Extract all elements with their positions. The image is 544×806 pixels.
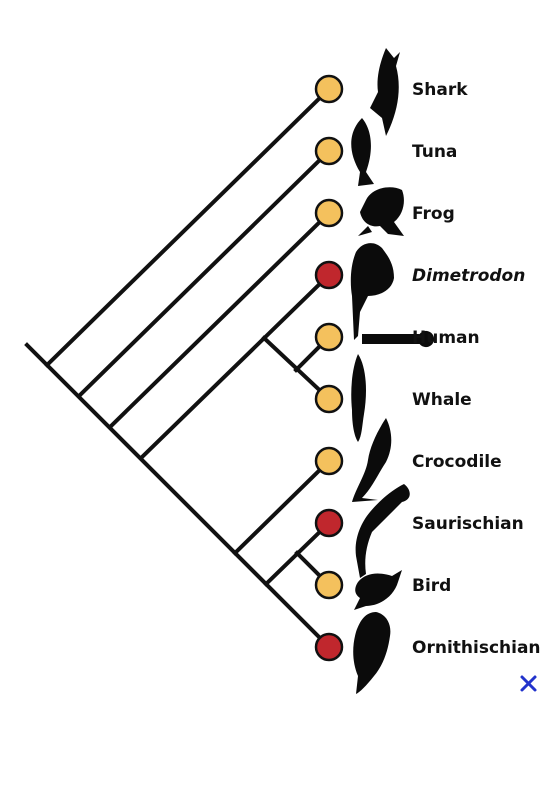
taxon-label-saurischian: Saurischian bbox=[412, 514, 524, 534]
ornithischian-silhouette bbox=[353, 612, 391, 694]
taxon-nodes bbox=[314, 74, 344, 662]
taxon-node-ornithischian bbox=[314, 632, 344, 662]
taxon-node-frog bbox=[314, 198, 344, 228]
close-x-icon[interactable] bbox=[520, 675, 537, 692]
branch-crocodile bbox=[232, 458, 332, 556]
frog-silhouette bbox=[358, 187, 404, 236]
taxon-label-human: Human bbox=[412, 328, 480, 348]
branch-frog bbox=[107, 210, 332, 430]
taxon-labels: SharkTunaFrogDimetrodonHumanWhaleCrocodi… bbox=[412, 80, 541, 658]
branch-shark bbox=[44, 86, 332, 368]
bird-silhouette bbox=[354, 570, 402, 610]
taxon-node-whale bbox=[314, 384, 344, 414]
cladogram-branches bbox=[24, 86, 332, 650]
taxon-node-bird bbox=[314, 570, 344, 600]
taxon-node-tuna bbox=[314, 136, 344, 166]
human-silhouette bbox=[362, 330, 435, 348]
taxon-node-shark bbox=[314, 74, 344, 104]
branch-tuna bbox=[76, 148, 332, 399]
taxon-node-human bbox=[314, 322, 344, 352]
taxon-label-frog: Frog bbox=[412, 204, 455, 224]
tuna-silhouette bbox=[351, 118, 374, 186]
backbone-branch bbox=[24, 342, 332, 650]
crocodile-silhouette bbox=[352, 418, 392, 502]
branch-dimetrodon bbox=[138, 272, 332, 461]
organism-silhouettes bbox=[350, 48, 435, 694]
taxon-label-dimetrodon: Dimetrodon bbox=[412, 266, 525, 286]
taxon-node-saurischian bbox=[314, 508, 344, 538]
saurischian-silhouette bbox=[355, 484, 410, 578]
taxon-label-ornithischian: Ornithischian bbox=[412, 638, 541, 658]
taxon-label-bird: Bird bbox=[412, 576, 451, 596]
taxon-node-dimetrodon bbox=[314, 260, 344, 290]
whale-silhouette bbox=[351, 354, 366, 442]
taxon-label-whale: Whale bbox=[412, 390, 472, 410]
shark-silhouette bbox=[370, 48, 400, 136]
taxon-label-tuna: Tuna bbox=[412, 142, 457, 162]
taxon-label-shark: Shark bbox=[412, 80, 468, 100]
dimetrodon-silhouette bbox=[350, 243, 394, 340]
taxon-label-crocodile: Crocodile bbox=[412, 452, 502, 472]
taxon-node-crocodile bbox=[314, 446, 344, 476]
